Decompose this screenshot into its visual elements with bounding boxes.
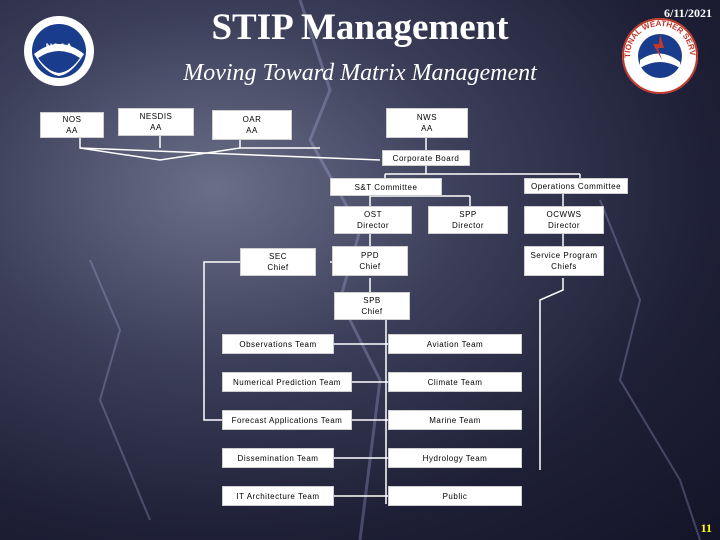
service-program-chiefs-label: Service Program Chiefs <box>530 251 598 271</box>
sec-chief-label: SEC Chief <box>267 252 289 272</box>
team-hydrology: Hydrology Team <box>388 448 522 468</box>
oar-aa-label: OAR AA <box>242 115 262 135</box>
team-forecast-applications: Forecast Applications Team <box>222 410 352 430</box>
team-it-architecture: IT Architecture Team <box>222 486 334 506</box>
nws-aa-label: NWS AA <box>416 113 438 133</box>
svg-text:NOAA: NOAA <box>46 42 73 52</box>
team-marine: Marine Team <box>388 410 522 430</box>
nws-aa-box: NWS AA <box>386 108 468 138</box>
ocwws-director-label: OCWWS Director <box>546 210 582 230</box>
corporate-board-label: Corporate Board <box>392 153 460 163</box>
team-it-architecture-label: IT Architecture Team <box>236 491 320 501</box>
nos-aa-label: NOS AA <box>62 115 82 135</box>
team-numerical-prediction-label: Numerical Prediction Team <box>233 377 341 387</box>
date-label: 6/11/2021 <box>663 6 712 20</box>
spp-director-label: SPP Director <box>451 210 484 230</box>
corporate-board-box: Corporate Board <box>382 150 470 166</box>
ppd-chief-box: PPD Chief <box>332 246 408 276</box>
page-subtitle: Moving Toward Matrix Management <box>183 60 537 86</box>
team-forecast-applications-label: Forecast Applications Team <box>231 415 343 425</box>
operations-committee-label: Operations Committee <box>530 181 622 191</box>
nesdis-aa-label: NESDIS AA <box>139 112 173 132</box>
page-title: STIP Management <box>211 7 509 48</box>
nesdis-aa-box: NESDIS AA <box>118 108 194 136</box>
spp-director-box: SPP Director <box>428 206 508 234</box>
team-dissemination: Dissemination Team <box>222 448 334 468</box>
team-aviation: Aviation Team <box>388 334 522 354</box>
team-climate: Climate Team <box>388 372 522 392</box>
st-committee-box: S&T Committee <box>330 178 442 196</box>
team-numerical-prediction: Numerical Prediction Team <box>222 372 352 392</box>
nos-aa-box: NOS AA <box>40 112 104 138</box>
sec-chief-box: SEC Chief <box>240 248 316 276</box>
ost-director-label: OST Director <box>356 210 389 230</box>
page-number: 11 <box>700 521 712 535</box>
noaa-logo: NOAA <box>24 16 94 86</box>
team-hydrology-label: Hydrology Team <box>422 453 488 463</box>
ppd-chief-label: PPD Chief <box>359 251 381 271</box>
spb-chief-box: SPB Chief <box>334 292 410 320</box>
oar-aa-box: OAR AA <box>212 110 292 140</box>
spb-chief-label: SPB Chief <box>361 296 383 316</box>
team-marine-label: Marine Team <box>429 415 481 425</box>
ost-director-box: OST Director <box>334 206 412 234</box>
operations-committee-box: Operations Committee <box>524 178 628 194</box>
team-observations: Observations Team <box>222 334 334 354</box>
team-dissemination-label: Dissemination Team <box>237 453 319 463</box>
ocwws-director-box: OCWWS Director <box>524 206 604 234</box>
team-public-label: Public <box>442 491 468 501</box>
team-observations-label: Observations Team <box>239 339 317 349</box>
team-public: Public <box>388 486 522 506</box>
team-aviation-label: Aviation Team <box>426 339 484 349</box>
national-weather-service-logo: NATIONAL WEATHER SERVICE <box>620 16 698 94</box>
service-program-chiefs-box: Service Program Chiefs <box>524 246 604 276</box>
st-committee-label: S&T Committee <box>354 182 418 192</box>
team-climate-label: Climate Team <box>427 377 483 387</box>
